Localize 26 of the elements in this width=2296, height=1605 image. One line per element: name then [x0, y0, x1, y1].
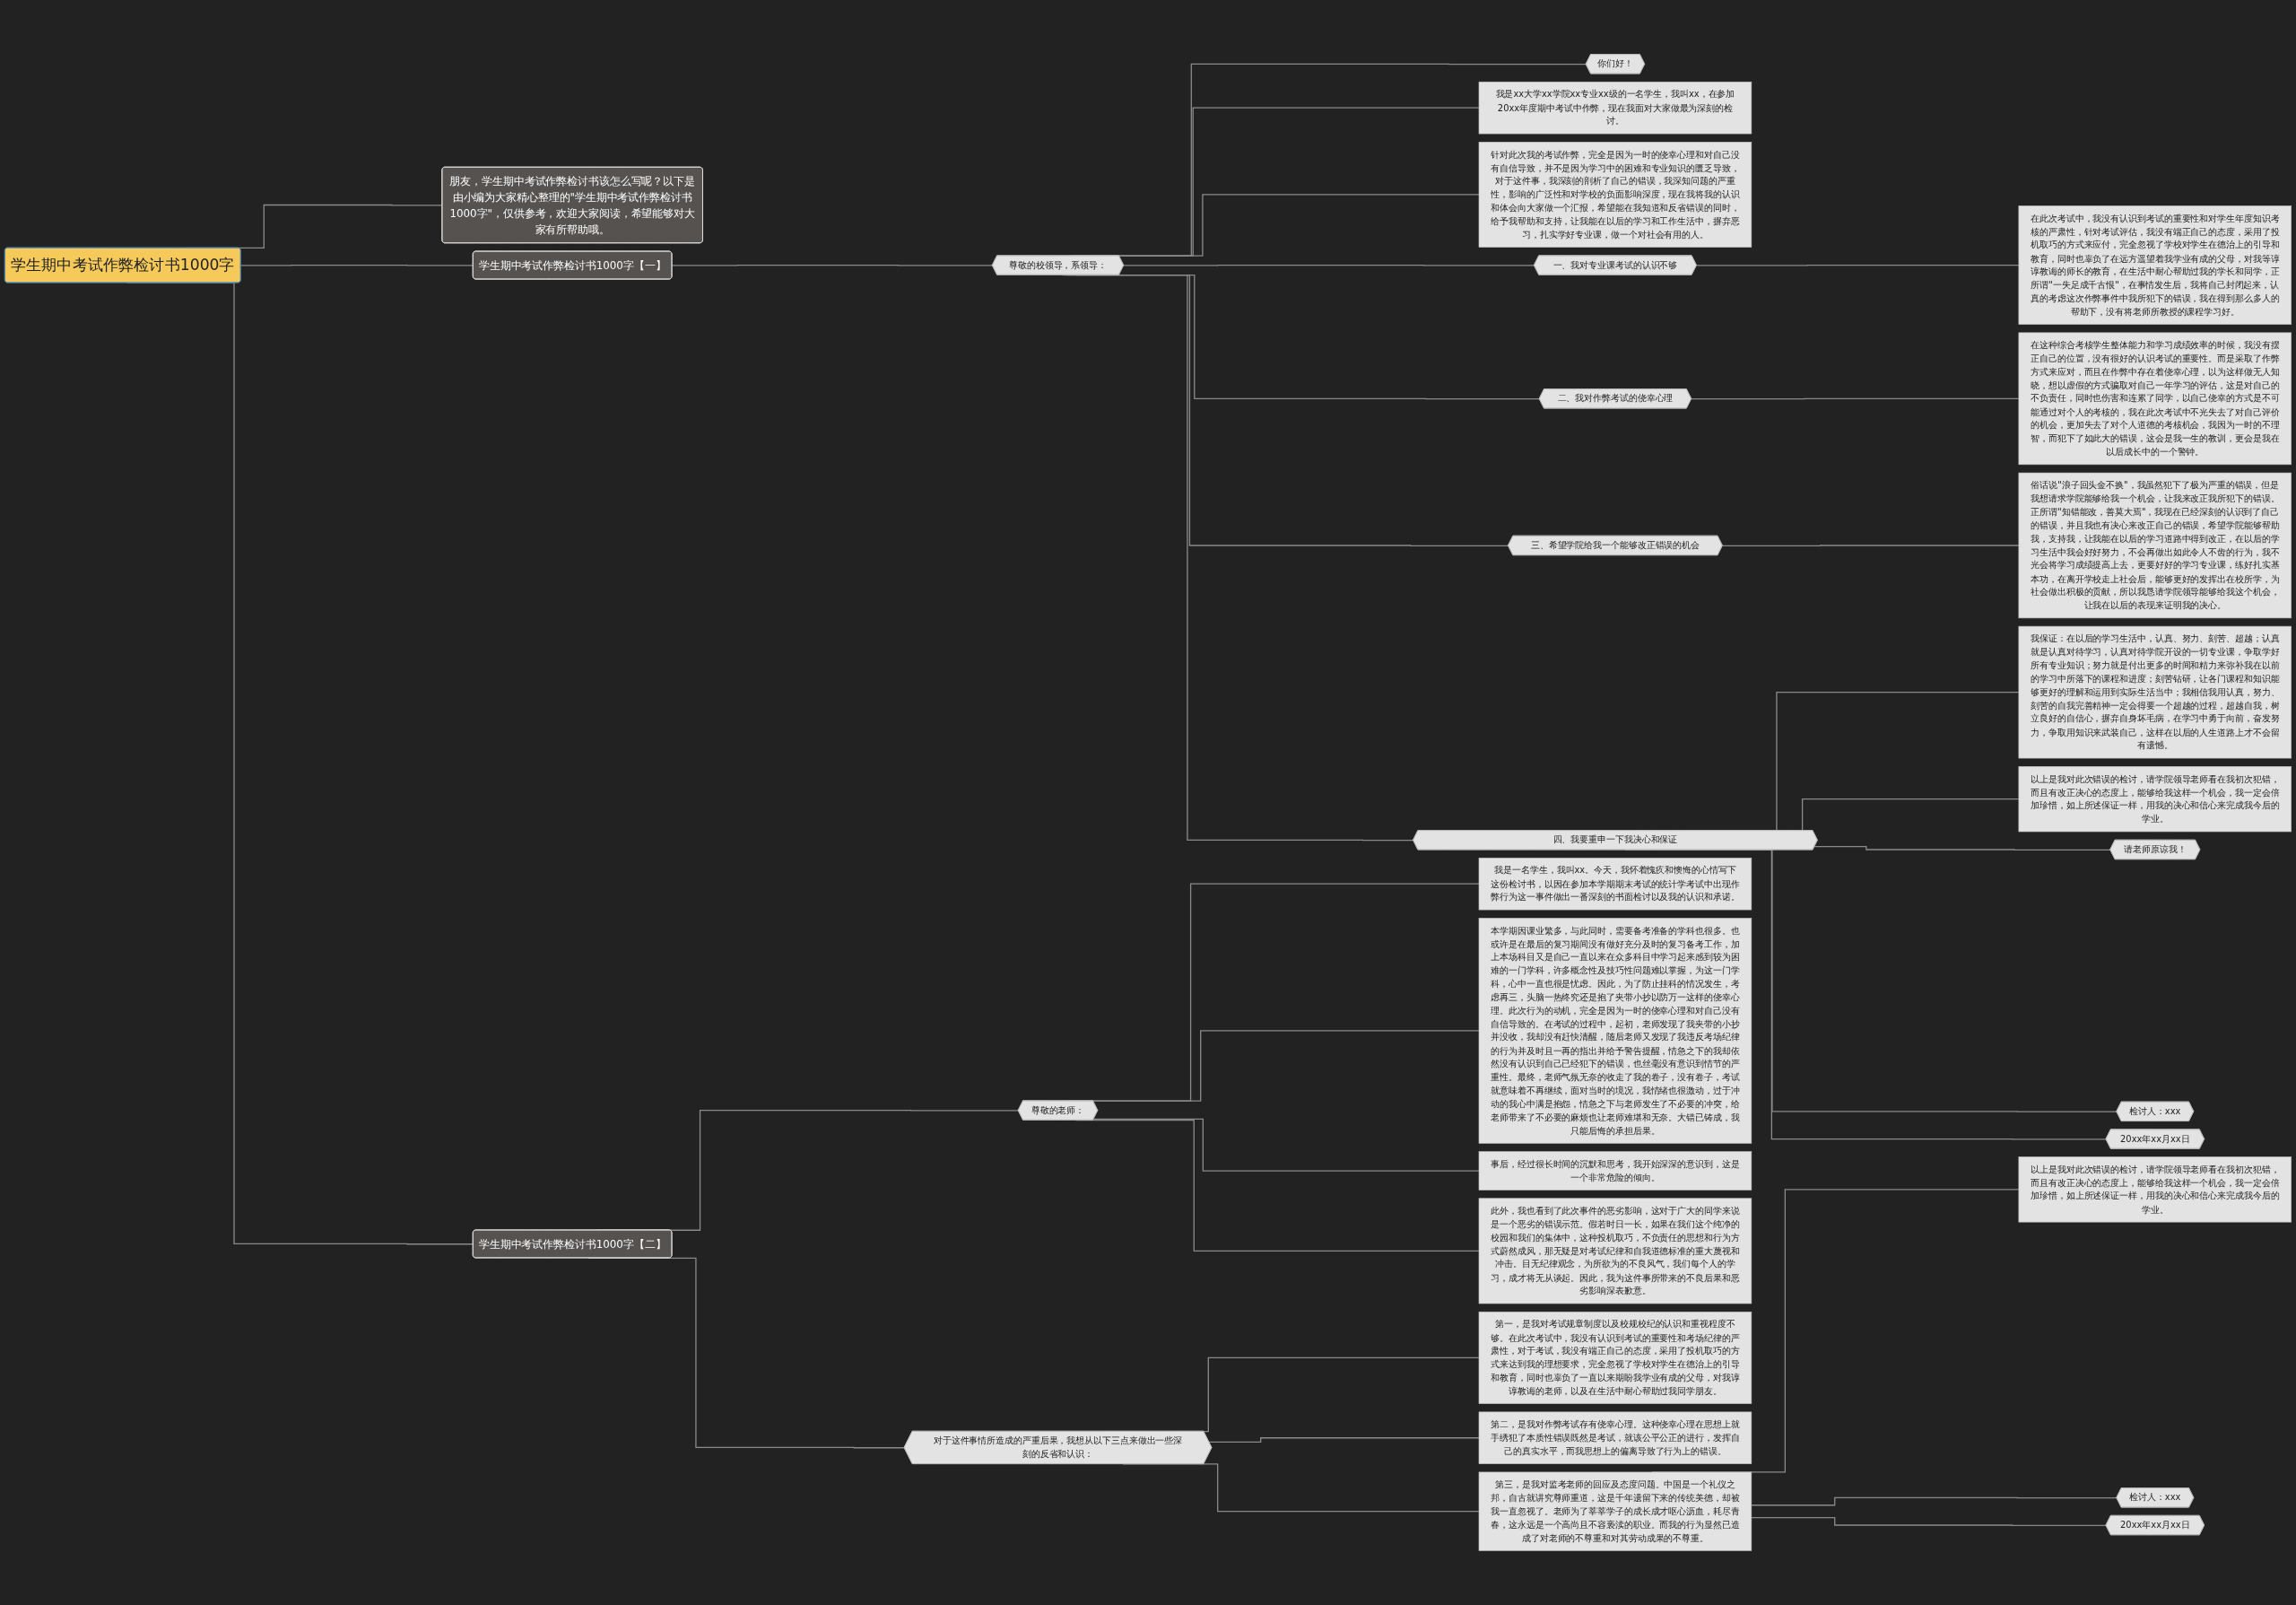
connector	[1696, 264, 2020, 266]
node-box: 第二，是我对作弊考试存有侥幸心理。这种侥幸心理在思想上就手绣犯了本质性错误既然是考试，就该公平公正的进行，发挥自己的真实水平，而我思想上的偏离导致了行为上的错误。	[1478, 1411, 1752, 1464]
node-box: 在此次考试中，我没有认识到考试的重要性和对学生年度知识考核的严肃性，针对考试评估，我没有端正自己的态度，采用了投机取巧的方式来应付，完全忽视了学校对学生在德治上的引导和教育，同时也辜负了在远方遥望着我学业有成的父母，对我等谆谆教诲的师长的教育，在生活中耐心帮助过我的学长和同学，正所谓"一失足成千古恨"，在事情发生后，我将自己封闭起来，认真的考虑这次作弊事件中我所犯下的错误，我在得到那么多人的帮助下，没有将老师所教授的课程学习好。	[2018, 205, 2292, 325]
connector	[1123, 264, 1535, 266]
connector	[1813, 846, 2111, 850]
connector	[239, 264, 474, 266]
connector	[1722, 545, 2020, 546]
connector	[1751, 1496, 2118, 1506]
node-box: 第一，是我对考试规章制度以及校规校纪的认识和重视程度不够。在此次考试中，我没有认识到考试的重要性和考场纪律的严肃性，对于考试，我没有端正自己的态度，采用了投机取巧的方式来达到我的理想要求，完全忽视了学校对学生在德治上的引导和教育，同时也辜负了一直以来期盼我学业有成的父母，对我谆谆教诲的老师，以及在生活中耐心帮助过我同学朋友。	[1478, 1311, 1752, 1404]
node-box: 针对此次我的考试作弊，完全是因为一时的侥幸心理和对自己没有自信导致，并不是因为学习中的困难和专业知识的匮乏导致，对于这件事，我深刻的剖析了自己的错误，我深知问题的严重性，影响的广泛性和对学校的负面影响深度，现在我将我的认识和体会向大家做一个汇报，希望能在我知道和反省错误的同时，给予我帮助和支持，让我能在以后的学习和工作生活中，摒弃恶习，扎实学好专业课，做一个对社会有用的人。	[1478, 142, 1752, 248]
node-box: 第三，是我对监考老师的回应及态度问题。中国是一个礼仪之邦，自古就讲究尊师重道，这是千年遗留下来的传统美德，却被我一直忽视了。老师为了莘莘学子的成长成才呕心沥血，耗尽青春，这永远是一个高尚且不容亵渎的职业。而我的行为显然已造成了对老师的不尊重和对其劳动成果的不尊重。	[1478, 1471, 1752, 1551]
connector	[1208, 1437, 1480, 1444]
node-box: 我保证：在以后的学习生活中，认真、努力、刻苦、超越；认真就是认真对待学习，认真对待学院开设的一切专业课，争取学好所有专业知识；努力就是付出更多的时间和精力来弥补我在以前的学习中所落下的课程和进度；刻苦钻研，让各门课程和知识能够更好的理解和运用到实际生活当中；我相信我用认真，努力、刻苦的自我完善精神一定会得要一个超越的过程，超越自我，树立良好的自信心，摒弃自身坏毛病，在学习中勇于向前，奋发努力，争取用知识来武装自己，这样在以后的人生道路上才不会留有遗憾。	[2018, 625, 2292, 759]
node-box: 以上是我对此次错误的检讨，请学院领导老师看在我初次犯错，而且有改正决心的态度上，能够给我这样一个机会，我一定会倍加珍惜，如上所述保证一样，用我的决心和信心来完成我今后的学业。	[2018, 766, 2292, 833]
node-box: 在这种综合考核学生整体能力和学习成绩效率的时候，我没有摆正自己的位置，没有很好的认识考试的重要性。而是采取了作弊方式来应对，而且在作弊中存在着侥幸心理，以为这样做无人知晓，想以虚假的方式骗取对自己一年学习的评估，这是对自己的不负责任，同时也伤害和连累了同学，以自己侥幸的方式是不可能通过对个人的考核的，我在此次考试中不光失去了对自己评价的机会，更加失去了对个人道德的考核机会，我因为一时的不理智，而犯下了如此大的错误，这会是我一生的教训，更会是我在以后成长中的一个警钟。	[2018, 332, 2292, 466]
connector	[1751, 1516, 2107, 1526]
connector	[1691, 397, 2020, 400]
connector	[1092, 1118, 1480, 1172]
node-box: 我是一名学生，我叫xx。今天，我怀着愧疚和懊悔的心情写下这份检讨书，以因在参加本学期期末考试的统计学考试中出现作弊行为这一事件做出一番深刻的书面检讨以及我的认识和承诺。	[1478, 857, 1752, 911]
node-box: 本学期因课业繁多，与此同时，需要备考准备的学科也很多。也或许是在最后的复习期间没有做好充分及时的复习备考工作，加上本场科目又是自己一直以来在众多科目中学习起来感到较为困难的一门学科，许多概念性及技巧性问题难以掌握，为这一门学科，心中一直也很是忧虑。因此，为了防止挂科的情况发生，考虑再三，头脑一热终究还是抱了夹带小抄以防万一这样的侥幸心理。此次行为的动机，完全是因为一时的侥幸心理和对自己没有自信导致的。在考试的过程中，起初，老师发现了我夹带的小抄并没收，我却没有赶快清醒，随后老师又发现了我违反考场纪律的行为并及时且一再的指出并给予警告提醒，情急之下的我却依然没有认识到自己已经犯下的错误，也丝毫没有意识到情节的严重性。最终，老师气氛无奈的收走了我的卷子，没有卷子，考试就意味着不再继续，面对当时的境况，我情绪也很激动，过于冲动的我心中满是抱怨，情急之下与老师发生了不必要的冲突，给老师带来了不必要的麻烦也让老师难堪和无奈。大错已铸成，我只能后悔的承担后果。	[1478, 918, 1752, 1144]
node-box: 以上是我对此次错误的检讨，请学院领导老师看在我初次犯错，而且有改正决心的态度上，能够给我这样一个机会，我一定会倍加珍惜，如上所述保证一样，用我的决心和信心来完成我今后的学业。	[2018, 1156, 2292, 1223]
node-box: 此外，我也看到了此次事件的恶劣影响，这对于广大的同学来说是一个恶劣的错误示范。假若时日一长，如果在我们这个纯净的校园和我们的集体中，这种投机取巧，不负责任的思想和行为方式蔚然成风，那无疑是对考试纪律和自我道德标准的重大蔑视和冲击。目无纪律观念，为所欲为的不良风气，我们每个人的学习，成才将无从谈起。因此，我为这件事所带来的不良后果和恶劣影响深表歉意。	[1478, 1198, 1752, 1304]
node-box: 俗话说"浪子回头金不换"，我虽然犯下了极为严重的错误，但是我想请求学院能够给我一个机会，让我来改正我所犯下的错误。正所谓"知错能改，善莫大焉"，我现在已经深刻的认识到了自己的错误，并且我也有决心来改正自己的错误，希望学院能够帮助我，支持我，让我能在以后的学习道路中得到改正，在以后的学习生活中我会好好努力，不会再做出如此令人不齿的行为，我不光会将学习成绩提高上去，更要好好的学习专业课，练好扎实基本功，在离开学校走上社会后，能够更好的发挥出在校所学，为社会做出积极的贡献，所以我恳请学院领导能够给我这个机会，让我在以后的表现来证明我的决心。	[2018, 472, 2292, 619]
connector	[671, 264, 994, 266]
node-box: 事后，经过很长时间的沉默和思考，我开始深深的意识到，这是一个非常危险的倾向。	[1478, 1151, 1752, 1191]
node-box: 我是xx大学xx学院xx专业xx级的一名学生，我叫xx，在参加20xx年度期中考试中作弊，现在我面对大家做最为深刻的检讨。	[1478, 81, 1752, 135]
